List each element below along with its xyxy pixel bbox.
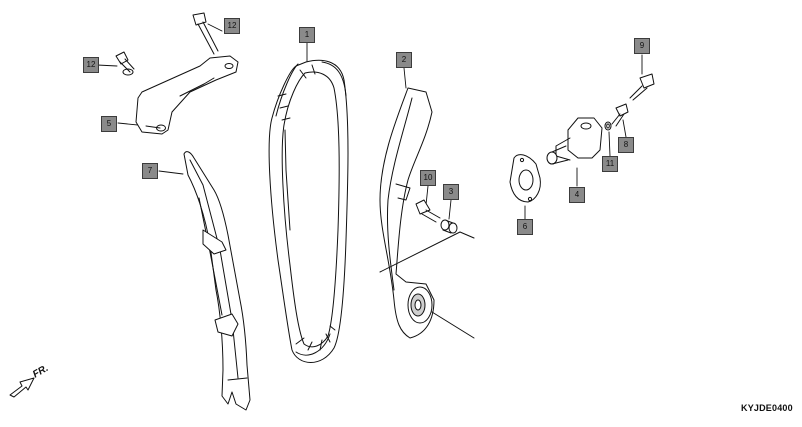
callout-4: 4 [569,187,585,203]
chain-guide [379,87,435,339]
collar [440,219,458,234]
cam-chain [268,59,349,363]
callout-7: 7 [142,163,158,179]
guide-roller [407,286,475,339]
setting-plate [135,55,239,135]
diagram-code: KYJDE0400 [741,403,793,413]
callout-12-top: 12 [224,18,240,34]
callout-5: 5 [101,116,117,132]
callout-10: 10 [420,170,436,186]
callout-11: 11 [602,156,618,172]
tensioner-lifter [546,117,603,165]
callout-6: 6 [517,219,533,235]
flange-bolt-9 [629,73,655,101]
leader-lines [96,23,643,220]
tensioner-arm [183,151,251,411]
flange-bolt-12 [115,12,219,76]
callout-3: 3 [443,184,459,200]
axis-line [379,231,475,273]
sealing-washer [604,121,612,131]
front-direction-arrow-icon [9,377,35,398]
callout-9: 9 [634,38,650,54]
flange-bolt-10 [415,199,441,223]
tensioner-bolt [611,103,629,127]
callout-1: 1 [299,27,315,43]
callout-12-left: 12 [83,57,99,73]
gasket [509,154,541,203]
callout-8: 8 [618,137,634,153]
callout-2: 2 [396,52,412,68]
